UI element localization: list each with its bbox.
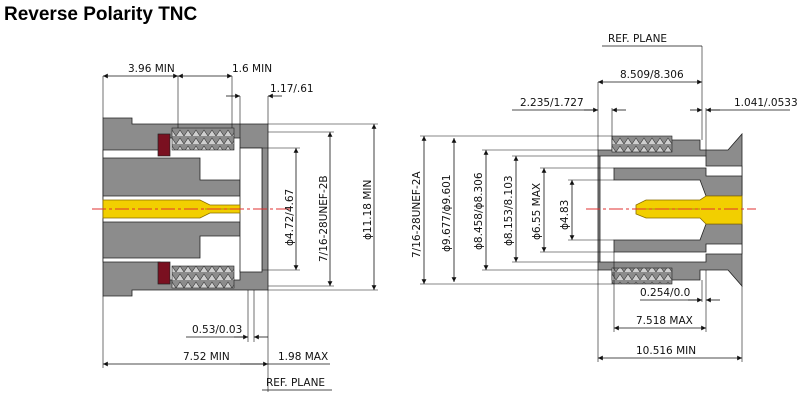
- jack-dim-396: 3.96 MIN: [128, 63, 175, 75]
- jack-dim-16: 1.6 MIN: [232, 63, 272, 75]
- jack-seal-bottom: [157, 261, 171, 285]
- jack-thread-bottom: [171, 265, 235, 289]
- plug-ref-plane: REF. PLANE: [608, 33, 667, 45]
- plug-dim-9677: ϕ9.677/ϕ9.601: [441, 174, 453, 252]
- plug-dim-655: ϕ6.55 MAX: [531, 183, 543, 240]
- plug-thread-bottom: [611, 267, 673, 285]
- plug-dimensions: REF. PLANE 8.509/8.306 2.235/1.727 1.041…: [411, 33, 798, 362]
- jack-dimensions: 3.96 MIN 1.6 MIN 1.17/.61 ϕ4.72/4.67 7/1…: [102, 63, 378, 392]
- plug-dim-8509: 8.509/8.306: [620, 69, 684, 81]
- plug-dim-483: ϕ4.83: [559, 200, 571, 230]
- jack-dim-472: ϕ4.72/4.67: [284, 189, 296, 246]
- jack-dim-752: 7.52 MIN: [183, 351, 230, 363]
- plug-dim-0254: 0.254/0.0: [640, 287, 690, 299]
- jack-ref-plane: REF. PLANE: [266, 377, 325, 389]
- drawing-title: Reverse Polarity TNC: [4, 4, 198, 25]
- jack-dim-thread: 7/16-28UNEF-2B: [318, 175, 330, 262]
- plug-thread-top: [611, 135, 673, 153]
- jack-dim-117: 1.17/.61: [270, 83, 314, 95]
- plug-dim-8458: ϕ8.458/ϕ8.306: [473, 172, 485, 250]
- plug-dim-8153: ϕ8.153/8.103: [503, 175, 515, 246]
- jack-dim-198: 1.98 MAX: [278, 351, 328, 363]
- jack-dim-1118: ϕ11.18 MIN: [362, 180, 374, 240]
- jack-nose: [239, 147, 263, 273]
- plug-dim-7518: 7.518 MAX: [636, 315, 693, 327]
- plug-dim-1041: 1.041/.0533: [734, 97, 798, 109]
- plug-connector: [586, 132, 756, 288]
- jack-connector: [92, 117, 290, 297]
- jack-seal-top: [157, 133, 171, 157]
- plug-dim-2235: 2.235/1.727: [520, 97, 584, 109]
- plug-sleeve-bottom: [613, 223, 743, 253]
- jack-dim-053: 0.53/0.03: [192, 324, 242, 336]
- jack-thread-top: [171, 127, 235, 151]
- plug-dim-thread: 7/16-28UNEF-2A: [411, 171, 423, 258]
- plug-center-pin: [635, 195, 743, 225]
- plug-dim-10516: 10.516 MIN: [636, 345, 696, 357]
